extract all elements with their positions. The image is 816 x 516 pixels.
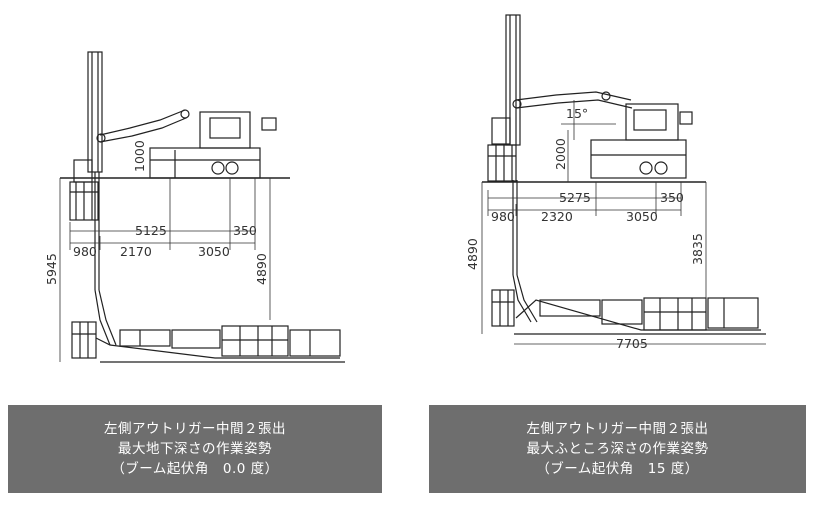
dim-angle-15: 15° [566, 106, 588, 121]
knuckle-boom [512, 91, 633, 109]
caption-right: 左側アウトリガー中間２張出 最大ふところ深さの作業姿勢 （ブーム起伏角 15 度… [429, 405, 806, 493]
dim-2170: 2170 [120, 244, 152, 259]
dim-3835: 3835 [690, 233, 705, 265]
dim-980: 980 [491, 209, 515, 224]
truck-upper [590, 103, 693, 179]
caption-line1: 左側アウトリガー中間２張出 [104, 421, 286, 437]
dim-4890: 4890 [465, 238, 480, 270]
dim-7705: 7705 [616, 336, 648, 351]
caption-left: 左側アウトリガー中間２張出 最大地下深さの作業姿勢 （ブーム起伏角 0.0 度） [8, 405, 382, 493]
knuckle-boom [96, 109, 190, 143]
dim-980: 980 [73, 244, 97, 259]
crane-drawing-left: 1000 5125 350 980 2170 3050 4890 5945 [44, 51, 345, 363]
diagram-panel-right: 15° 2000 5275 350 980 2320 3050 4890 383… [416, 0, 816, 516]
crane-drawing-right: 15° 2000 5275 350 980 2320 3050 4890 383… [465, 14, 766, 351]
dimension-lines [481, 100, 766, 345]
truck-lower [514, 297, 766, 335]
dim-5275: 5275 [559, 190, 591, 205]
lower-boom [71, 289, 117, 359]
truck-upper [149, 111, 277, 179]
dim-4890: 4890 [254, 253, 269, 285]
caption-line3: （ブーム起伏角 0.0 度） [111, 461, 279, 477]
dim-350: 350 [660, 190, 684, 205]
dim-1000: 1000 [132, 140, 147, 172]
dim-2000: 2000 [553, 138, 568, 170]
work-basket [69, 159, 99, 221]
caption-line1: 左側アウトリガー中間２張出 [526, 421, 709, 437]
dim-350: 350 [233, 223, 257, 238]
dimension-lines [59, 148, 271, 362]
caption-line2: 最大ふところ深さの作業姿勢 [526, 441, 709, 457]
work-basket [487, 117, 517, 182]
dim-5125: 5125 [135, 223, 167, 238]
dim-3050: 3050 [626, 209, 658, 224]
truck-lower [95, 325, 345, 363]
lower-boom [491, 274, 538, 327]
caption-line3: （ブーム起伏角 15 度） [536, 461, 699, 477]
diagram-panel-left: 1000 5125 350 980 2170 3050 4890 5945 左側… [0, 0, 400, 516]
dim-5945: 5945 [44, 253, 59, 285]
dim-2320: 2320 [541, 209, 573, 224]
dim-3050: 3050 [198, 244, 230, 259]
caption-line2: 最大地下深さの作業姿勢 [118, 441, 272, 457]
